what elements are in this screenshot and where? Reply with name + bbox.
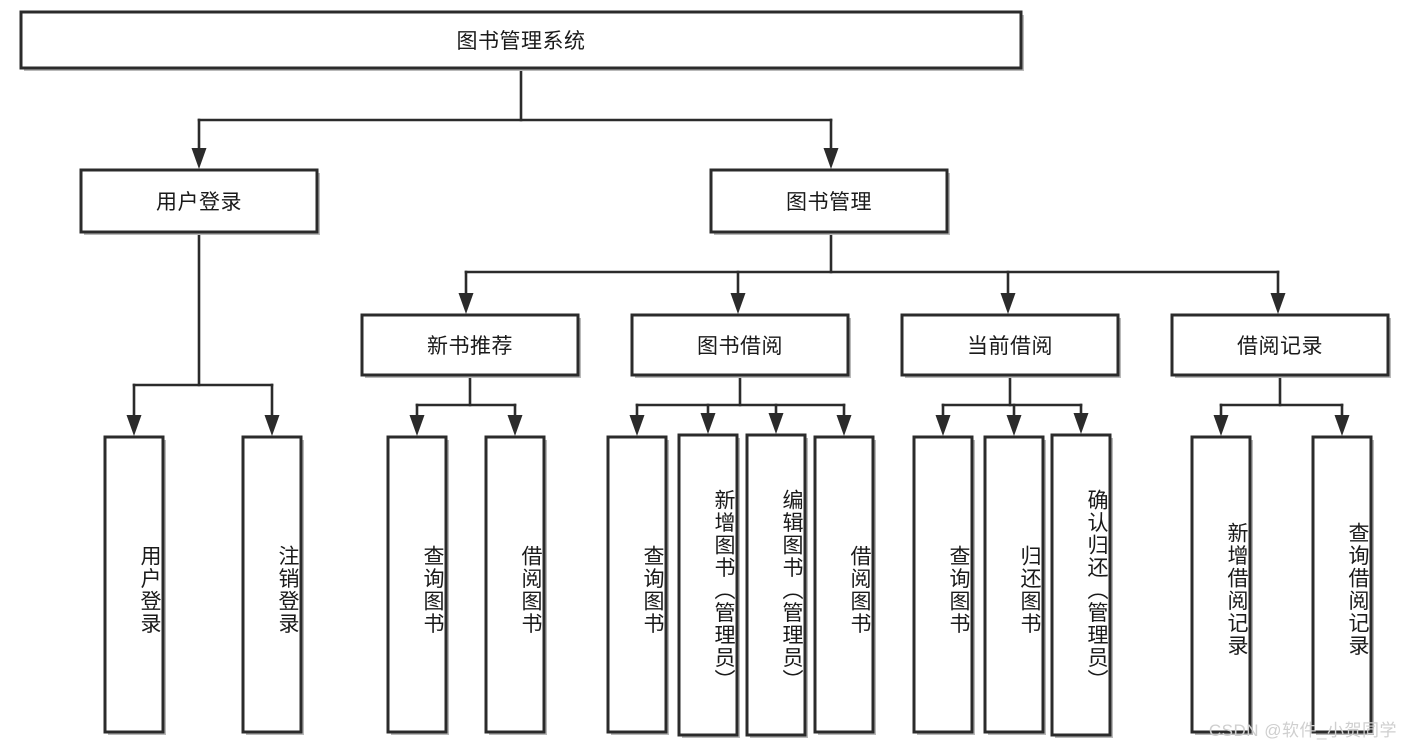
arrow-head-icon [126,415,142,436]
arrow-head-icon [191,148,207,169]
node-box-leaf-rec-query[interactable] [386,435,448,734]
arrow-head-icon [507,415,523,436]
node-box-leaf-rec-borrow[interactable] [484,435,546,734]
node-layer [19,10,1391,738]
node-box-new-book-rec[interactable] [360,313,580,377]
node-box-leaf-cb-confirm[interactable] [1050,433,1112,737]
node-box-leaf-logout[interactable] [241,435,303,734]
arrow-head-icon [836,415,852,436]
arrow-head-icon [1334,415,1350,436]
watermark-text: CSDN @软件_小贺同学 [1208,721,1397,740]
node-box-leaf-br-add[interactable] [1190,435,1252,734]
arrow-head-icon [1073,413,1089,434]
node-box-root[interactable] [19,10,1023,70]
arrow-head-icon [1270,293,1286,314]
node-box-leaf-user-login[interactable] [103,435,165,734]
node-box-book-manage[interactable] [709,168,949,234]
arrow-head-icon [730,293,746,314]
node-box-user-login[interactable] [79,168,319,234]
arrow-head-icon [409,415,425,436]
node-box-book-borrow[interactable] [630,313,850,377]
arrow-head-icon [458,293,474,314]
node-box-leaf-bb-add[interactable] [677,433,739,737]
arrow-head-icon [768,413,784,434]
node-box-leaf-cb-return[interactable] [983,435,1045,734]
arrow-head-icon [1006,415,1022,436]
arrow-head-icon [1213,415,1229,436]
node-box-leaf-cb-query[interactable] [912,435,974,734]
arrow-head-icon [935,415,951,436]
node-box-leaf-bb-query[interactable] [606,435,668,734]
node-box-borrow-record[interactable] [1170,313,1390,377]
node-box-leaf-bb-borrow[interactable] [813,435,875,734]
arrow-head-icon [1000,293,1016,314]
connector-layer [126,66,1350,436]
arrow-head-icon [629,415,645,436]
node-box-current-borrow[interactable] [900,313,1120,377]
node-box-leaf-br-query[interactable] [1311,435,1373,734]
arrow-head-icon [264,415,280,436]
arrow-head-icon [700,413,716,434]
arrow-head-icon [823,148,839,169]
node-box-leaf-bb-edit[interactable] [745,433,807,737]
